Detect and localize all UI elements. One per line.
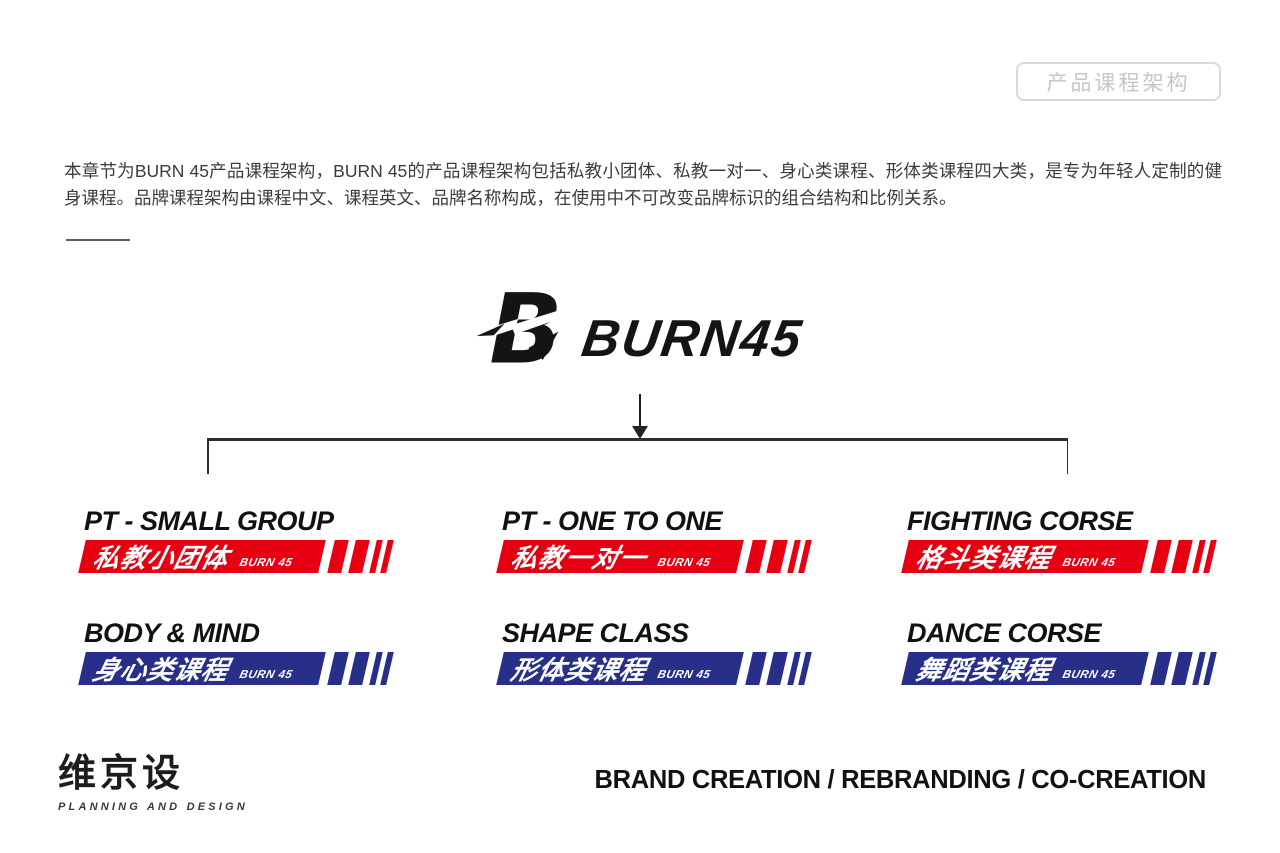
- course-title-en: FIGHTING CORSE: [907, 506, 1133, 536]
- tree-connector-line: [207, 438, 1068, 441]
- studio-name: 维京设: [58, 753, 185, 795]
- speed-stripe: [379, 540, 393, 573]
- section-tag: 产品课程架构: [1016, 62, 1221, 101]
- course-band: 私教一对一 BURN 45: [496, 540, 744, 573]
- course-band: 身心类课程 BURN 45: [78, 652, 326, 685]
- speed-stripe: [1171, 540, 1193, 573]
- speed-stripe: [327, 652, 349, 685]
- course-brand-label: BURN 45: [656, 668, 712, 681]
- course-title-en: SHAPE CLASS: [502, 618, 689, 648]
- speed-stripe: [327, 540, 349, 573]
- speed-stripe: [1150, 540, 1172, 573]
- course-banner-pt-small-group: PT - SMALL GROUP 私教小团体 BURN 45: [78, 506, 412, 573]
- course-banner-shape: SHAPE CLASS 形体类课程 BURN 45: [496, 618, 830, 685]
- burn45-b-lightning-icon: B: [476, 278, 567, 378]
- course-brand-label: BURN 45: [1061, 556, 1117, 569]
- course-brand-label: BURN 45: [656, 556, 712, 569]
- course-band: 格斗类课程 BURN 45: [901, 540, 1149, 573]
- speed-stripe: [348, 540, 370, 573]
- course-banner-dance: DANCE CORSE 舞蹈类课程 BURN 45: [901, 618, 1235, 685]
- course-brand-label: BURN 45: [1061, 668, 1117, 681]
- services-text: BRAND CREATION / REBRANDING / CO-CREATIO…: [594, 766, 1207, 794]
- speed-stripe: [1202, 652, 1216, 685]
- speed-stripe: [1150, 652, 1172, 685]
- tree-connector-drop-left: [207, 440, 209, 474]
- course-band: 形体类课程 BURN 45: [496, 652, 744, 685]
- course-name-zh: 形体类课程: [508, 655, 651, 685]
- speed-stripe: [379, 652, 393, 685]
- course-name-zh: 私教小团体: [90, 543, 233, 573]
- course-brand-label: BURN 45: [238, 556, 294, 569]
- speed-stripe: [1202, 540, 1216, 573]
- intro-text: 本章节为BURN 45产品课程架构，BURN 45的产品课程架构包括私教小团体、…: [64, 161, 1222, 208]
- course-name-zh: 格斗类课程: [913, 543, 1056, 573]
- section-dash: [66, 239, 130, 241]
- burn45-wordmark: BURN45: [578, 310, 807, 368]
- speed-stripe: [1171, 652, 1193, 685]
- course-name-zh: 私教一对一: [508, 543, 651, 573]
- course-brand-label: BURN 45: [238, 668, 294, 681]
- speed-stripe: [745, 652, 767, 685]
- course-band: 私教小团体 BURN 45: [78, 540, 326, 573]
- course-name-zh: 身心类课程: [90, 655, 233, 685]
- course-title-en: BODY & MIND: [84, 618, 260, 648]
- course-title-en: PT - SMALL GROUP: [84, 506, 334, 536]
- burn45-logo: B BURN45: [476, 278, 807, 378]
- speed-stripe: [348, 652, 370, 685]
- flow-arrow-head-icon: [632, 426, 648, 439]
- course-band: 舞蹈类课程 BURN 45: [901, 652, 1149, 685]
- course-banner-pt-one-to-one: PT - ONE TO ONE 私教一对一 BURN 45: [496, 506, 830, 573]
- speed-stripe: [766, 652, 788, 685]
- speed-stripe: [766, 540, 788, 573]
- section-tag-label: 产品课程架构: [1046, 71, 1191, 95]
- course-banner-body-mind: BODY & MIND 身心类课程 BURN 45: [78, 618, 412, 685]
- course-title-en: PT - ONE TO ONE: [502, 506, 723, 536]
- course-title-en: DANCE CORSE: [907, 618, 1102, 648]
- course-banner-fighting: FIGHTING CORSE 格斗类课程 BURN 45: [901, 506, 1235, 573]
- course-name-zh: 舞蹈类课程: [913, 655, 1056, 685]
- speed-stripe: [797, 540, 811, 573]
- speed-stripe: [745, 540, 767, 573]
- studio-logo: 维京设 PLANNING AND DESIGN: [58, 742, 248, 813]
- tree-connector-drop-right: [1066, 440, 1068, 474]
- flow-arrow-line: [639, 394, 641, 427]
- speed-stripe: [797, 652, 811, 685]
- studio-tagline: PLANNING AND DESIGN: [58, 801, 248, 813]
